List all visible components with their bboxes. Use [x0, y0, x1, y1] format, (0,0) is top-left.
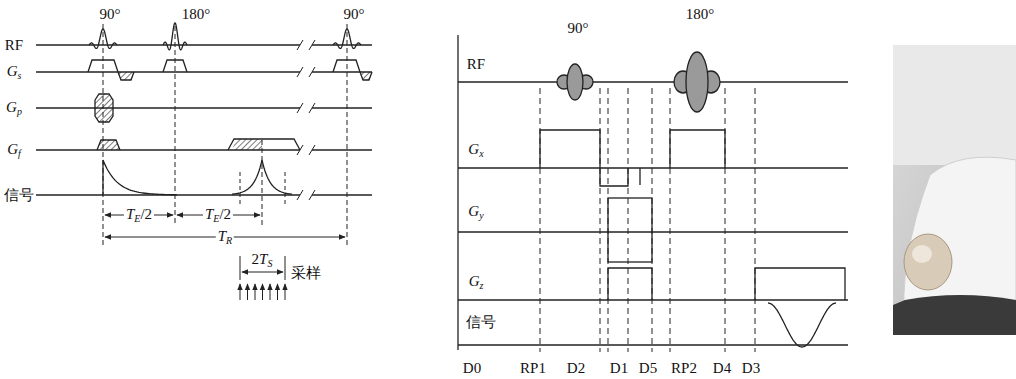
signal-label: 90° — [98, 6, 123, 23]
trace-line — [297, 67, 303, 77]
timing-sequence — [458, 35, 848, 352]
trace-line — [262, 284, 263, 300]
signal-label: RP1 — [518, 360, 548, 377]
trace-line — [360, 72, 372, 80]
spin-echo-sequence — [36, 23, 372, 300]
trace-line — [232, 139, 262, 150]
signal-label: TR — [216, 228, 234, 246]
signal-label: RF — [465, 56, 487, 73]
signal-label: 90° — [566, 20, 591, 37]
trace-line — [458, 344, 848, 345]
trace-line — [36, 71, 300, 72]
trace-line — [639, 168, 640, 185]
trace-line — [89, 29, 117, 48]
trace-line — [240, 172, 241, 205]
trace-line — [309, 67, 315, 77]
trace-line — [600, 168, 628, 186]
trace-line — [285, 172, 286, 205]
trace-line — [285, 256, 286, 280]
signal-label: 信号 — [2, 187, 36, 204]
trace-line — [297, 190, 303, 200]
signal-label: 采样 — [289, 265, 323, 282]
trace-line — [240, 256, 241, 280]
trace-line — [97, 140, 120, 150]
trace-line — [103, 160, 177, 195]
trace-line — [312, 149, 372, 150]
signal-label: TE/2 — [203, 206, 233, 224]
coil-photo — [893, 45, 1016, 335]
signal-label: D0 — [461, 360, 483, 377]
trace-line — [270, 284, 271, 300]
trace-line — [312, 194, 372, 195]
trace-line — [36, 107, 300, 108]
trace-line — [240, 284, 241, 300]
trace-line — [458, 231, 848, 232]
signal-label: TE/2 — [124, 206, 154, 224]
phase-gradient — [608, 198, 652, 262]
trace-line — [540, 88, 541, 352]
trace-line — [277, 284, 278, 300]
trace-line — [540, 130, 600, 168]
rf-pulse-lobe — [567, 64, 583, 100]
signal-label: 180° — [684, 6, 717, 23]
trace-line — [309, 190, 315, 200]
trace-line — [725, 88, 726, 352]
trace-line — [242, 272, 283, 273]
trace-line — [228, 139, 300, 150]
trace-line — [768, 303, 836, 347]
trace-line — [458, 81, 848, 82]
trace-line — [608, 88, 609, 352]
trace-line — [36, 44, 300, 45]
trace-line — [652, 88, 653, 352]
trace-line — [670, 130, 725, 168]
trace-line — [312, 107, 372, 108]
trace-line — [262, 140, 263, 225]
signal-label: 180° — [180, 6, 213, 23]
trace-line — [103, 24, 104, 245]
signal-label: Gz — [467, 273, 486, 291]
signal-label: 90° — [342, 6, 367, 23]
trace-line — [600, 88, 601, 352]
signal-label: D3 — [740, 360, 762, 377]
signal-label: D4 — [711, 360, 733, 377]
trace-line — [297, 103, 303, 113]
signal-label: Gf — [5, 141, 23, 159]
trace-line — [285, 284, 286, 300]
trace-line — [347, 24, 348, 245]
trace-line — [670, 88, 671, 352]
rf-pulse-lobe — [686, 52, 708, 112]
signal-label: Gp — [4, 99, 24, 117]
signal-label: Gx — [466, 141, 485, 159]
trace-line — [297, 40, 303, 50]
trace-line — [755, 268, 845, 300]
trace-line — [255, 284, 256, 300]
trace-line — [309, 145, 315, 155]
trace-line — [458, 167, 848, 168]
trace-line — [628, 88, 629, 352]
signal-label: RP2 — [669, 360, 699, 377]
trace-line — [309, 40, 315, 50]
trace-line — [333, 29, 361, 48]
trace-line — [118, 72, 134, 80]
trace-line — [95, 94, 113, 122]
signal-label: RF — [3, 37, 25, 54]
trace-line — [458, 299, 848, 300]
trace-line — [608, 268, 652, 300]
trace-line — [309, 103, 315, 113]
signal-label: Gy — [466, 203, 485, 221]
signal-label: Gs — [5, 63, 24, 81]
trace-line — [247, 284, 248, 300]
trace-line — [175, 26, 176, 225]
signal-label: 信号 — [464, 314, 498, 331]
signal-label: D5 — [637, 360, 659, 377]
signal-label: D2 — [565, 360, 587, 377]
trace-line — [755, 88, 756, 352]
signal-label: D1 — [608, 360, 630, 377]
signal-label: 2TS — [250, 251, 275, 269]
